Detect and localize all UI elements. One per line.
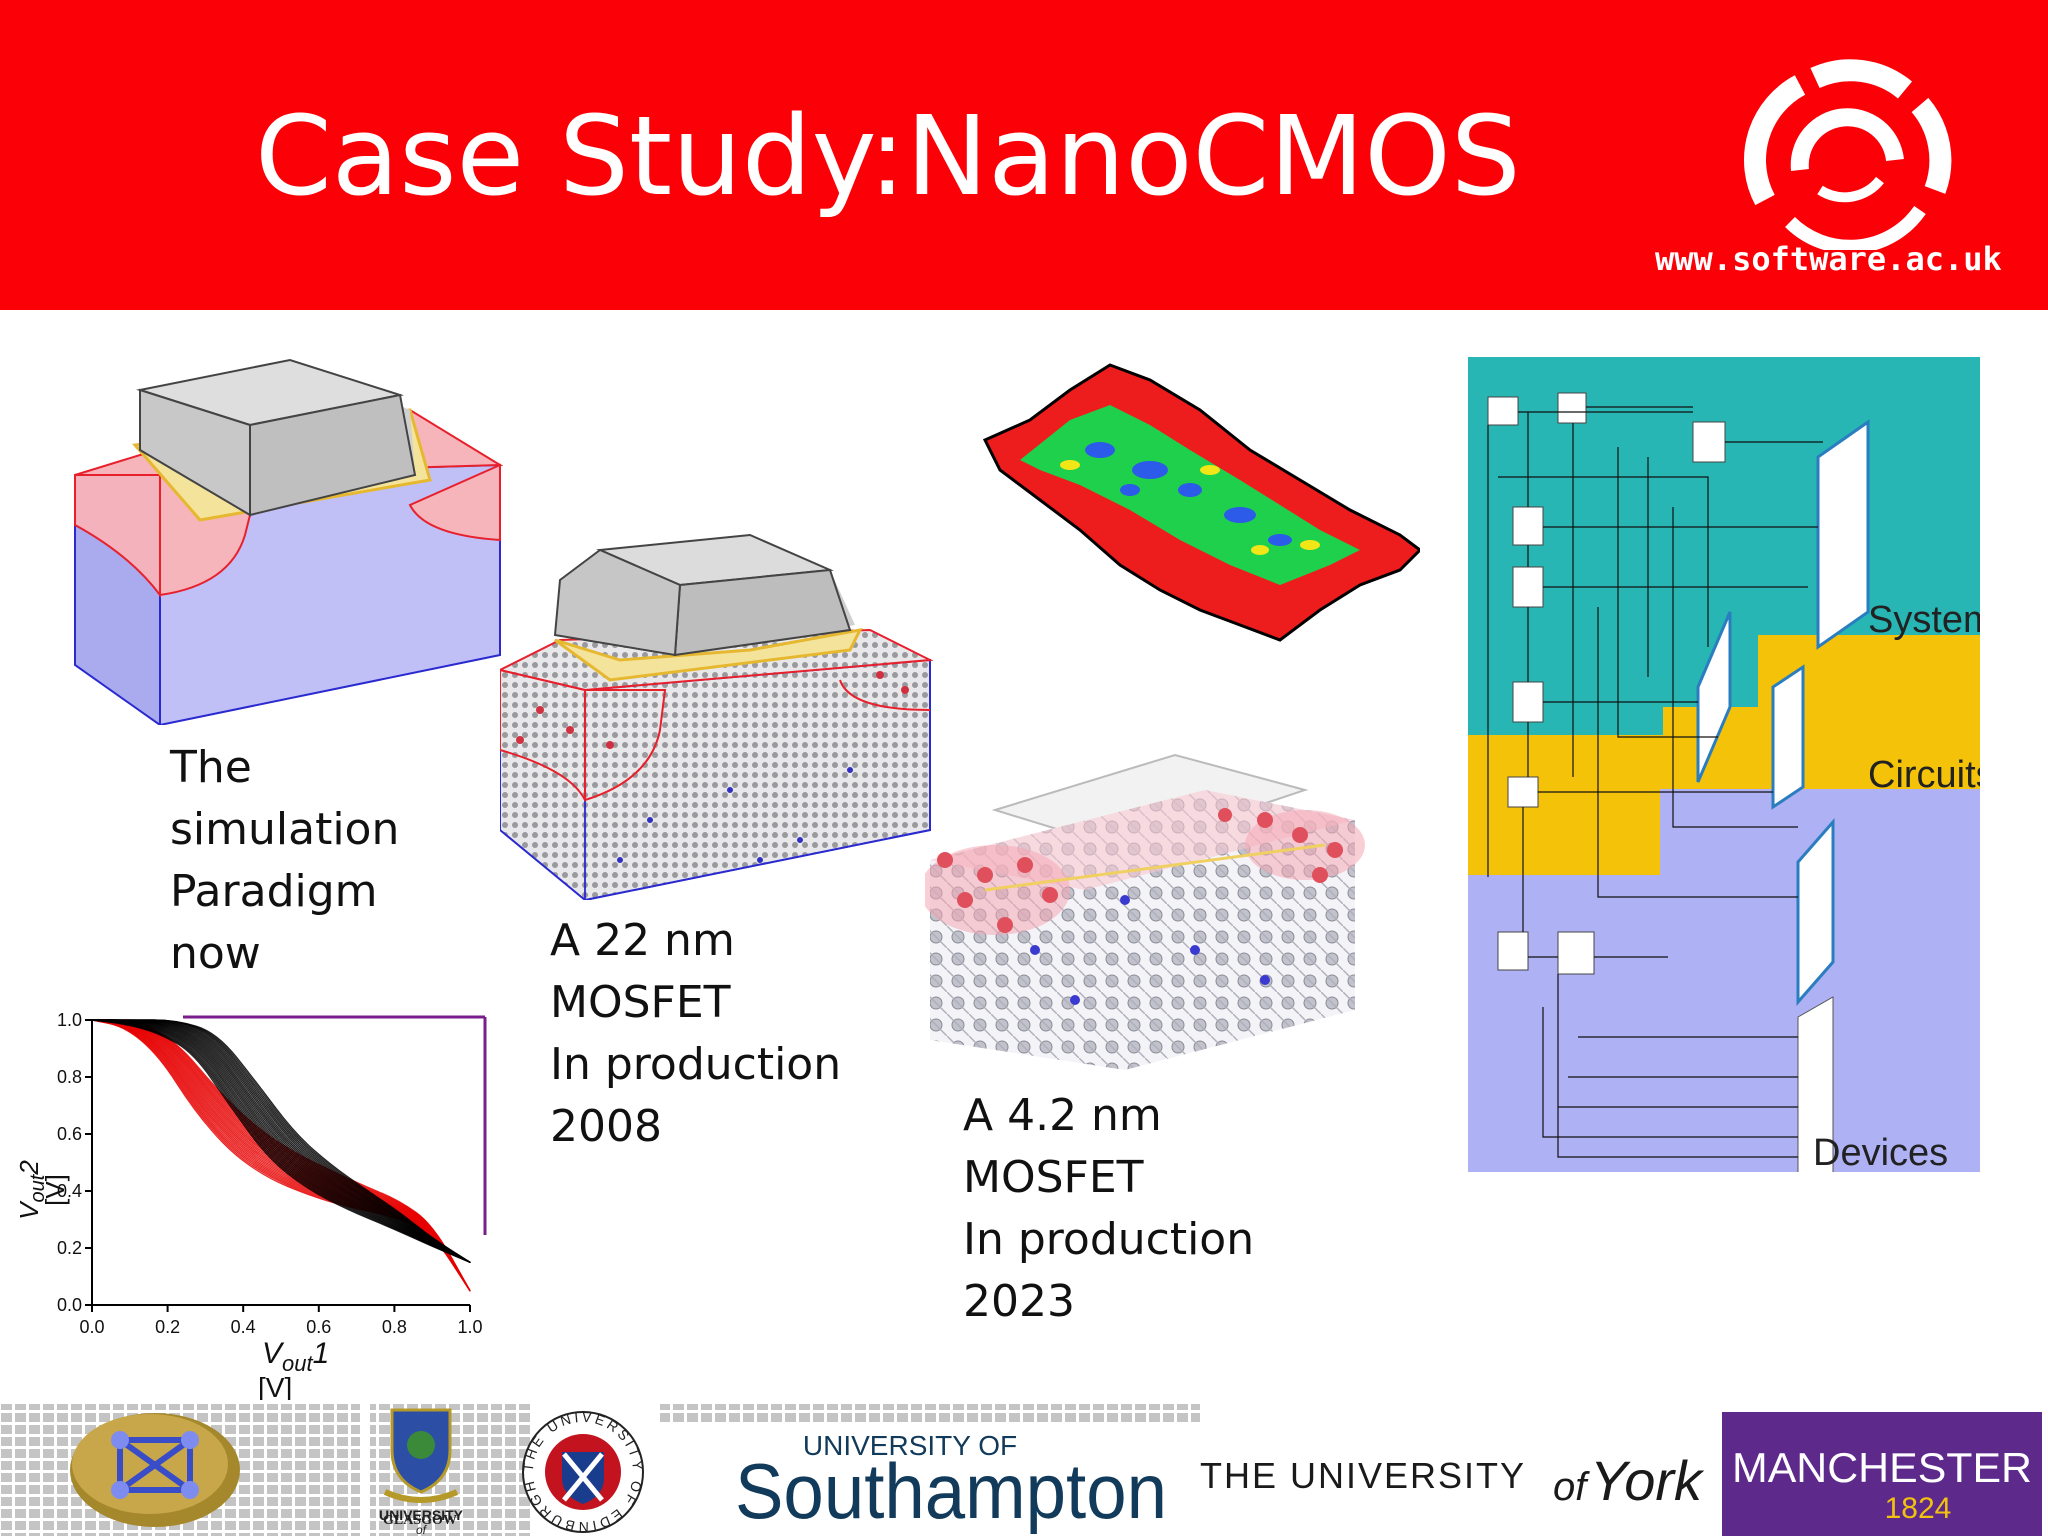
transfer-curve-chart: 0.0 0.2 0.4 0.6 0.8 1.0 0.0 0.2 0.4 0.6 0.8 1.0 Vou…: [14, 1010, 487, 1403]
x-axis-unit: [V]: [258, 1372, 292, 1403]
southampton-main: Southampton: [735, 1447, 1167, 1535]
glasgow-line-3: GLASGOW: [383, 1513, 457, 1528]
potential-map-illustration: [982, 363, 1420, 642]
glasgow-line-1: UNIVERSITY: [379, 1507, 464, 1523]
caption-line: now: [170, 928, 261, 979]
brick-banner: [660, 1404, 1200, 1422]
y-tick-label: 0.8: [57, 1067, 82, 1087]
y-axis-label-group: Vout2 [V]: [14, 1160, 70, 1220]
x-tick-label: 0.8: [382, 1317, 407, 1337]
circuits-label: Circuits: [1868, 754, 1980, 796]
mosfet-22nm-illustration: [500, 533, 934, 900]
caption-line: In production: [550, 1039, 842, 1090]
tick-group: 0.0 0.2 0.4 0.6 0.8 1.0 0.0 0.2 0.4 0.6 0.8 1.0: [57, 1010, 483, 1337]
glasgow-crest-icon: [383, 1408, 459, 1503]
caption-line: Paradigm: [170, 866, 378, 917]
y-axis-label-main: V: [14, 1200, 44, 1220]
glasgow-line-2: of: [416, 1523, 428, 1536]
y-axis-unit: [V]: [40, 1174, 70, 1206]
x-axis-label-suffix: 1: [313, 1337, 330, 1370]
york-of: of: [1553, 1465, 1590, 1509]
caption-line: MOSFET: [963, 1152, 1144, 1203]
caption-mosfet-4nm: A 4.2 nm MOSFET In production 2023: [963, 1085, 1254, 1333]
website-url: www.software.ac.uk: [1655, 240, 2002, 278]
y-axis-label-sub: out: [27, 1173, 49, 1202]
x-axis-label: Vout1: [262, 1337, 329, 1376]
york-script: York: [1590, 1449, 1705, 1512]
x-tick-label: 0.4: [231, 1317, 256, 1337]
y-tick-label: 0.0: [57, 1295, 82, 1315]
y-tick-label: 0.2: [57, 1238, 82, 1258]
x-tick-label: 0.0: [79, 1317, 104, 1337]
caption-line: A 22 nm: [550, 915, 735, 966]
series-group: [91, 1019, 471, 1292]
grid-network-logo-icon: [70, 1413, 240, 1527]
caption-line: 2008: [550, 1101, 662, 1152]
partner-logos-strip: UNIVERSITY of THE UNIVERSITY OF EDINBURG…: [0, 1404, 2042, 1536]
page-title: Case Study:NanoCMOS: [255, 92, 1521, 220]
caption-paradigm: The simulation Paradigm now: [170, 737, 399, 985]
y-axis-label: Vout2: [14, 1160, 49, 1220]
series-1-curve: [92, 1019, 471, 1263]
x-tick-label: 0.6: [306, 1317, 331, 1337]
systems-circuits-devices-diagram: Systems Circuits Devices: [1468, 357, 1980, 1172]
york-main: THE UNIVERSITY: [1200, 1455, 1526, 1496]
header-bar: [0, 0, 2048, 310]
x-tick-label: 1.0: [457, 1317, 482, 1337]
caption-line: simulation: [170, 804, 400, 855]
edinburgh-crest-icon: [522, 1411, 644, 1533]
caption-line: A 4.2 nm: [963, 1090, 1162, 1141]
systems-label: Systems: [1868, 599, 1980, 641]
x-axis-label-sub: out: [282, 1351, 313, 1376]
x-tick-label: 0.2: [155, 1317, 180, 1337]
series-0-curve: [91, 1019, 471, 1292]
caption-line: In production: [963, 1214, 1255, 1265]
manchester-year: 1824: [1885, 1492, 1952, 1525]
y-tick-label: 0.4: [57, 1181, 82, 1201]
mosfet-4nm-illustration: [925, 753, 1365, 1070]
bulk-mosfet-illustration: [74, 358, 504, 725]
devices-label: Devices: [1813, 1132, 1948, 1172]
southampton-top: UNIVERSITY OF: [803, 1430, 1017, 1461]
caption-line: MOSFET: [550, 977, 731, 1028]
caption-mosfet-22nm: A 22 nm MOSFET In production 2008: [550, 910, 841, 1158]
x-axis-label-main: V: [262, 1337, 285, 1370]
y-axis-label-suffix: 2: [14, 1160, 44, 1176]
y-tick-label: 1.0: [57, 1010, 82, 1030]
manchester-logo-bg: [1722, 1412, 2042, 1536]
y-tick-label: 0.6: [57, 1124, 82, 1144]
caption-line: 2023: [963, 1276, 1075, 1327]
ssi-ring-logo-icon: [1744, 59, 1952, 250]
manchester-main: MANCHESTER: [1732, 1444, 2032, 1491]
caption-line: The: [170, 742, 252, 793]
